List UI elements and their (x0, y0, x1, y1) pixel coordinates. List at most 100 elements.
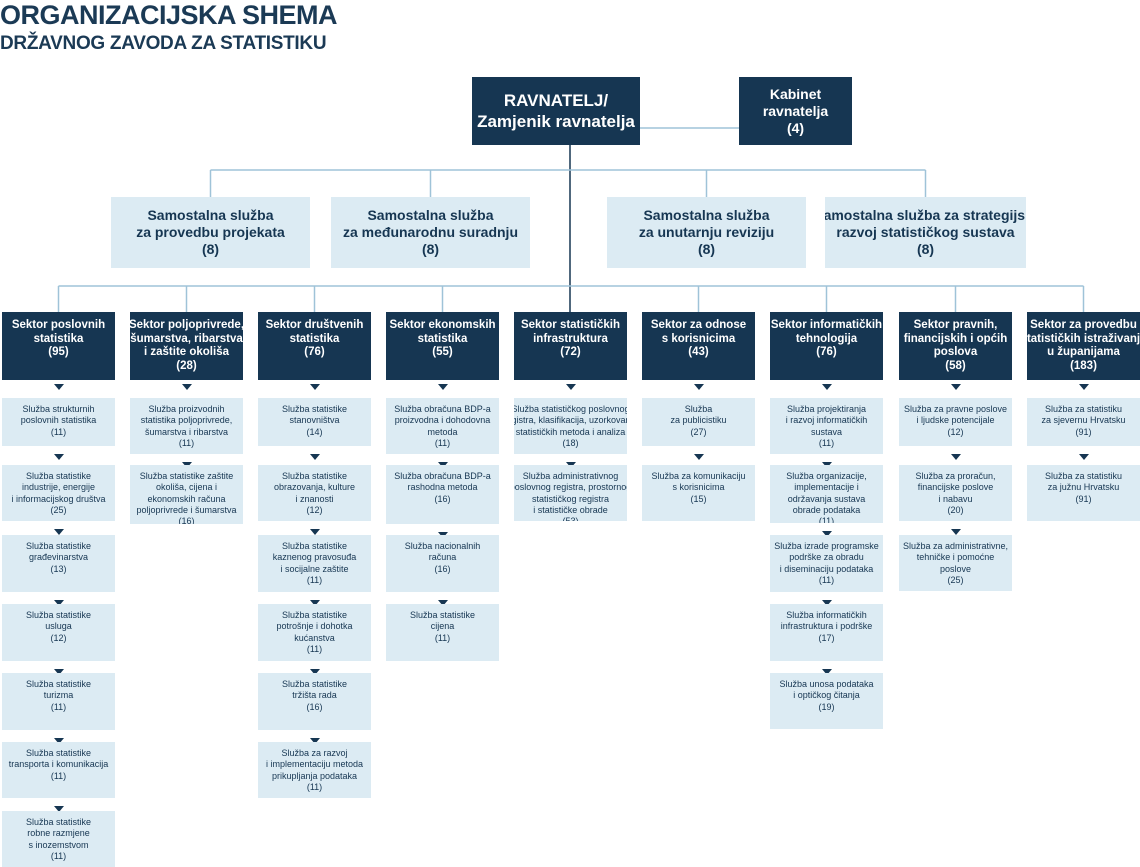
sector-box: Sektor poljoprivrede,šumarstva, ribarstv… (130, 312, 243, 380)
service-box-line: (11) (306, 643, 323, 654)
sector-box-line: i zaštite okoliša (143, 346, 229, 358)
service-box-line: stanovništva (289, 415, 340, 426)
sector-box-line: (95) (48, 346, 69, 358)
service-box-line: okoliša, cijena i (155, 482, 218, 493)
down-arrow-icon (309, 454, 320, 460)
sector-box-line: Sektor društvenih (265, 319, 364, 331)
service-box-line: poljoprivrede i šumarstva (136, 504, 237, 515)
sector-box-line: (55) (432, 346, 453, 358)
sector-box-line: statistika (289, 332, 340, 345)
sector-box-line: statistika (417, 332, 468, 345)
service-box-line: potrošnje i dohotka (276, 621, 353, 632)
down-arrow-icon (53, 669, 64, 675)
down-arrow-icon (309, 669, 320, 675)
down-arrow-icon (1078, 384, 1089, 390)
service-box-line: i nabavu (938, 493, 973, 504)
sector-box: Sektor za provedbustatističkih istraživa… (1027, 312, 1140, 380)
service-box-line: Služba organizacije, (786, 471, 867, 481)
independent-service-box-line: (8) (697, 241, 716, 257)
independent-service-box-line: za provedbu projekata (136, 224, 285, 240)
service-box-line: registra, klasifikacija, uzorkovanja (514, 415, 627, 426)
service-box-line: kaznenog pravosuđa (272, 552, 357, 563)
service-box-line: obrade podataka (792, 504, 861, 515)
service-box-line: i informacijskog društva (11, 493, 106, 504)
independent-service-box-line: (8) (421, 241, 440, 257)
down-arrow-icon (950, 454, 961, 460)
service-box-line: (11) (50, 850, 67, 861)
service-box-line: Služba obračuna BDP-a (394, 471, 491, 481)
down-arrow-icon (1078, 454, 1089, 460)
independent-service-box-line: razvoj statističkog sustava (836, 224, 1015, 240)
sector-box-line: (43) (688, 346, 709, 358)
service-box-line: Služba izrade programske (774, 541, 879, 551)
down-arrow-icon (53, 738, 64, 744)
service-box-line: turizma (43, 690, 74, 701)
sector-box-line: infrastruktura (533, 332, 608, 345)
down-arrow-icon (821, 669, 832, 675)
service-box-line: za južnu Hrvatsku (1047, 482, 1120, 493)
service-box-line: Služba statistike zaštite (139, 471, 234, 481)
service-box-line: Služba za proračun, (915, 471, 996, 481)
independent-service-box-line: za međunarodnu suradnju (342, 224, 518, 240)
sector-box-line: Sektor statističkih (520, 319, 621, 331)
service-box-line: podrške za obradu (789, 552, 864, 563)
service-box-line: tržišta rada (292, 690, 337, 701)
service-box-line: (17) (818, 632, 835, 643)
service-box-line: obrazovanja, kulture (273, 482, 356, 493)
cabinet-box-line: (4) (786, 119, 805, 136)
service-box-line: (11) (178, 437, 195, 448)
service-box-line: Služba (684, 404, 713, 414)
service-box-line: (11) (818, 574, 835, 585)
sector-box-line: (183) (1070, 359, 1097, 372)
sector-box-line: (76) (816, 346, 837, 358)
service-box-line: (12) (50, 632, 67, 643)
down-arrow-icon (181, 384, 192, 390)
service-box-line: Služba projektiranja (786, 404, 867, 414)
service-box-line: (11) (818, 437, 835, 448)
service-box-line: (91) (1075, 493, 1092, 504)
page-subtitle: DRŽAVNOG ZAVODA ZA STATISTIKU (0, 33, 327, 54)
independent-service-box-line: Samostalna služba (147, 207, 274, 223)
sector-box-line: (72) (560, 346, 581, 358)
cabinet-box-line: Kabinet (769, 85, 822, 102)
service-box-line: (11) (818, 516, 835, 523)
service-box-line: statističkog registra (531, 493, 610, 504)
down-arrow-icon (693, 454, 704, 460)
service-box-line: (53) (562, 516, 578, 521)
service-box-line: (13) (50, 563, 67, 574)
down-arrow-icon (821, 600, 832, 606)
down-arrow-icon (53, 384, 64, 390)
sector-box-line: Sektor za odnose (650, 319, 747, 331)
service-box-line: usluga (45, 621, 72, 632)
service-box-line: implementacije i (794, 482, 859, 493)
sector-box-line: poslova (933, 346, 978, 358)
independent-service-box-line: (8) (201, 241, 220, 257)
service-box-line: transporta i komunikacija (8, 759, 109, 770)
service-box-line: za publicistiku (670, 415, 727, 426)
service-box-line: i implementaciju metoda (265, 759, 364, 770)
down-arrow-icon (437, 600, 448, 606)
service-box-line: Služba statistike (281, 404, 348, 414)
service-box-line: šumarstva i ribarstva (144, 426, 229, 437)
service-box-line: Služba administrativnog (522, 471, 619, 481)
